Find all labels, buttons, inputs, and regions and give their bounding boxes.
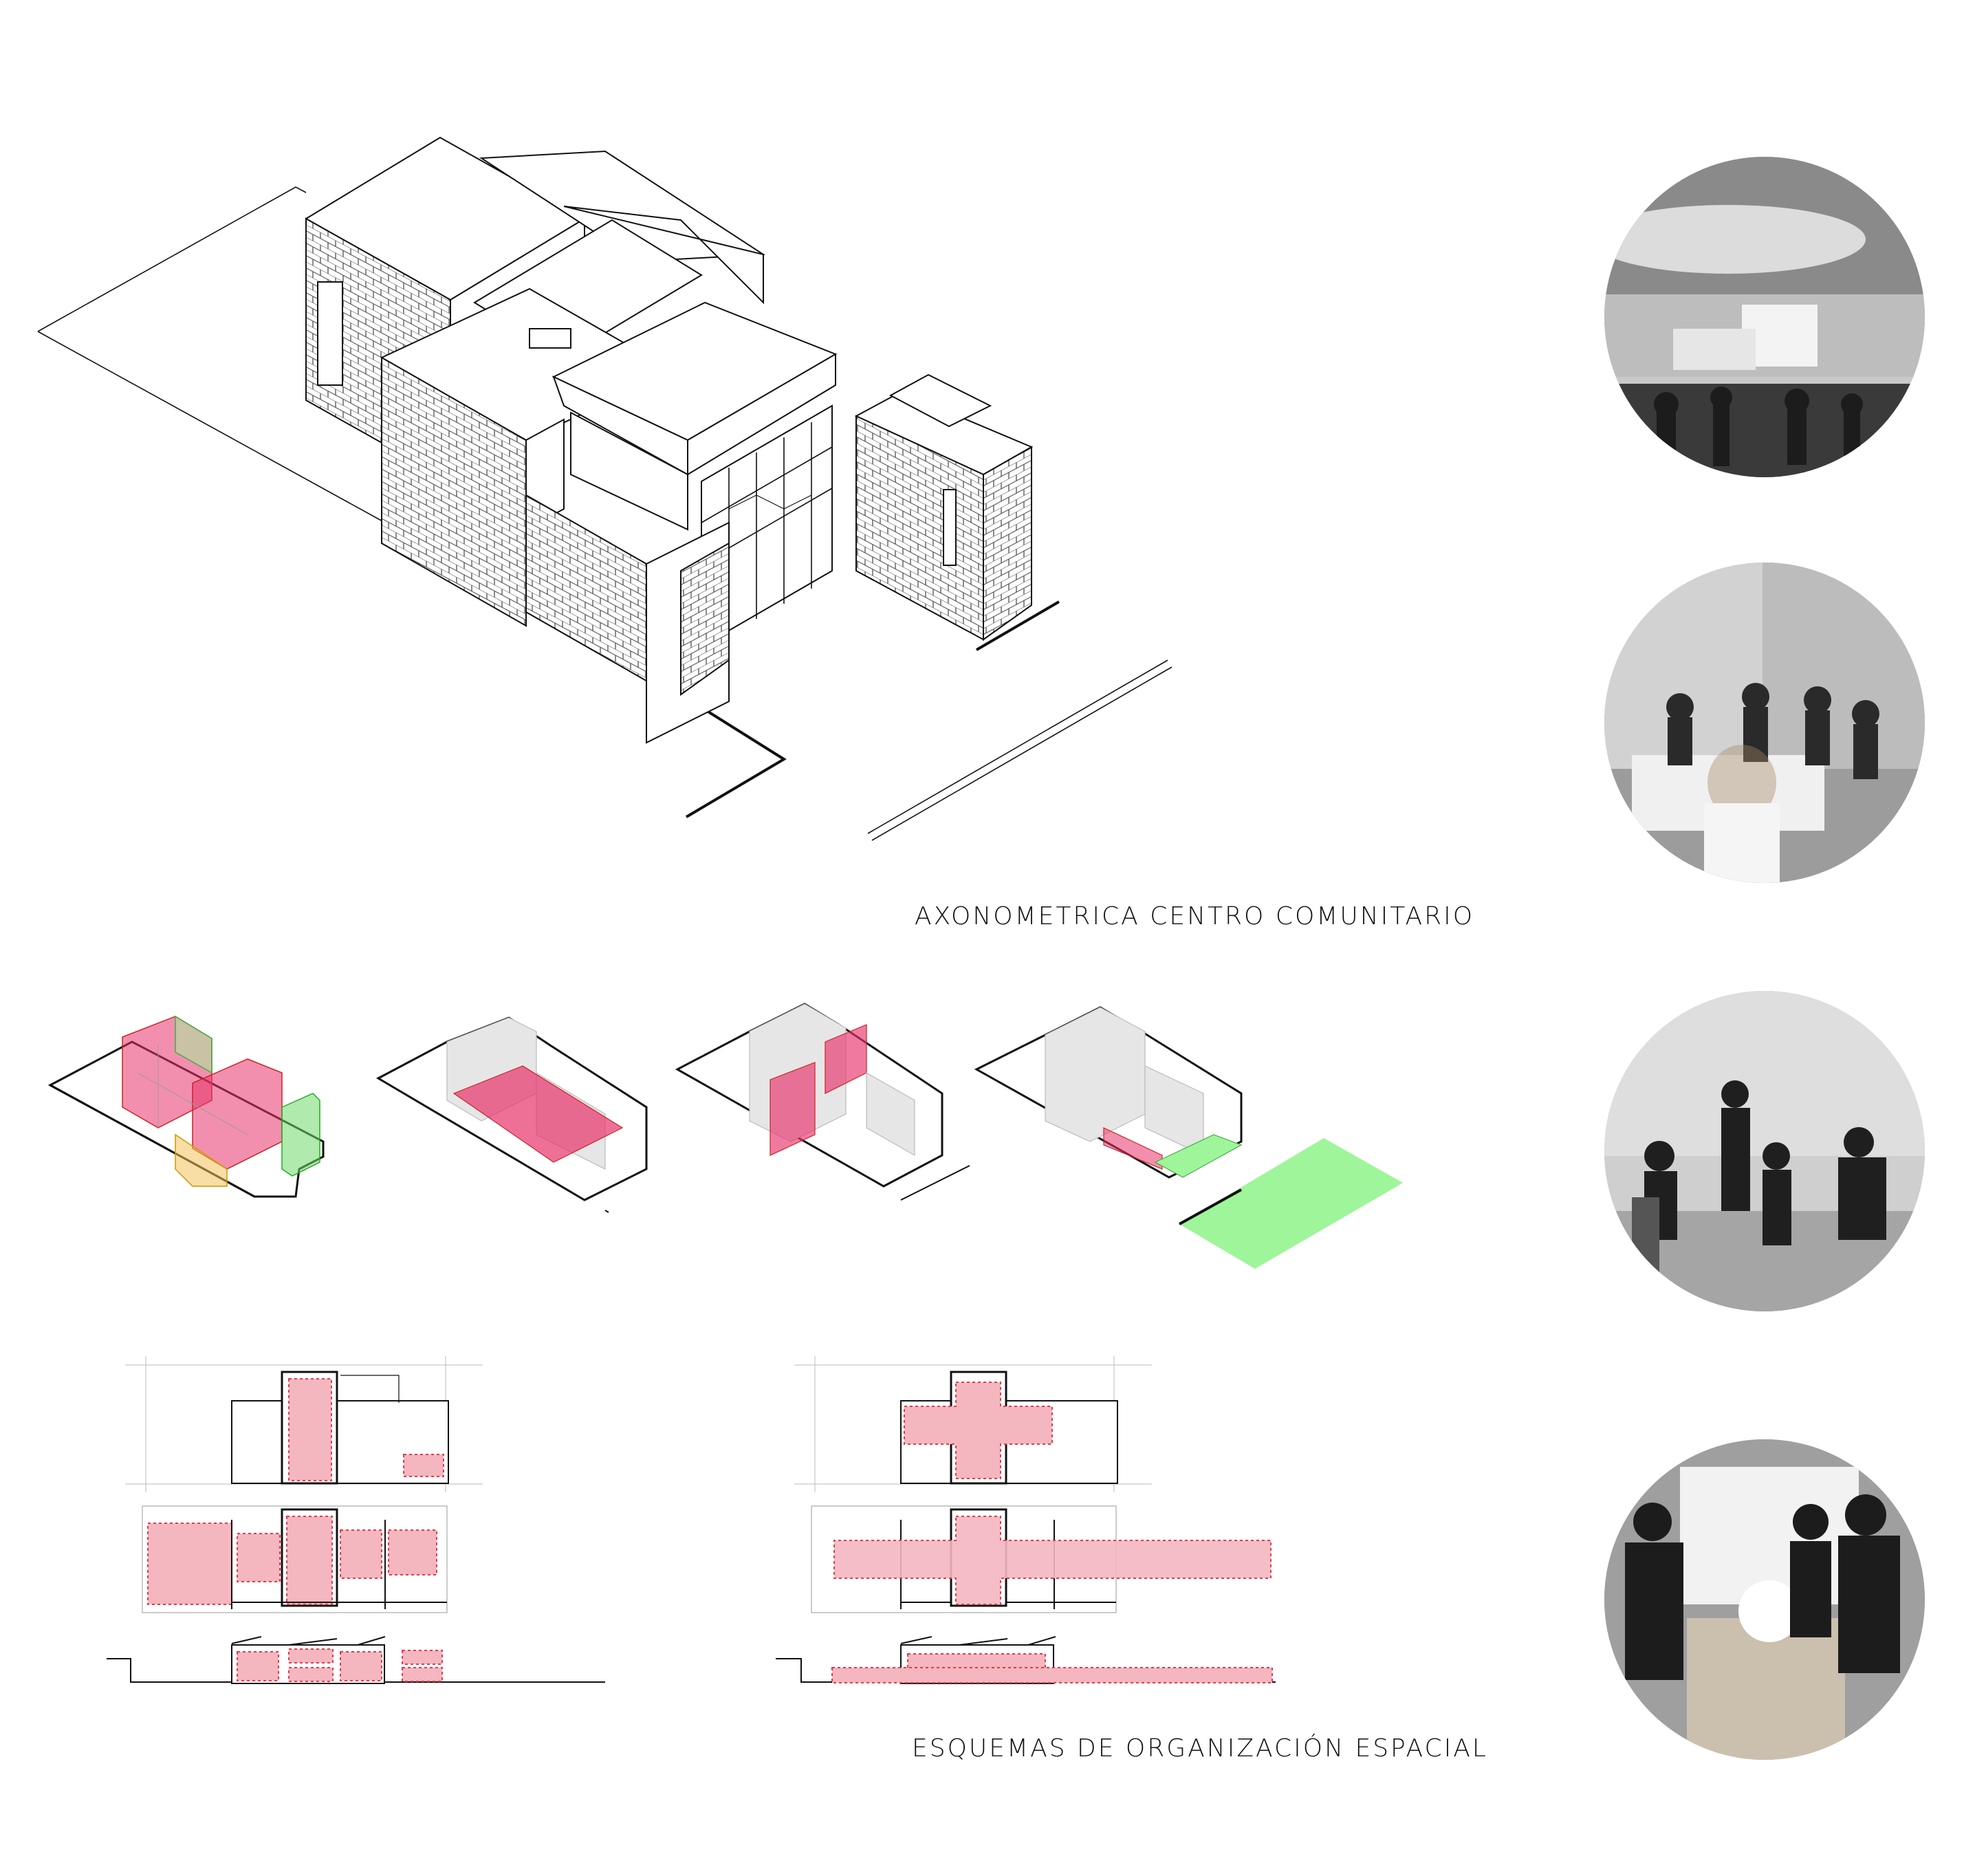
schemes-caption: ESQUEMAS DE ORGANIZACIÓN ESPACIAL — [912, 1734, 1488, 1763]
plans-option-a — [107, 1356, 605, 1684]
scheme-program-overview — [47, 1015, 325, 1198]
scheme-circulation-axis — [375, 1016, 648, 1213]
whiteboard-group-photo — [1604, 1439, 1925, 1760]
street-exterior-photo — [1604, 157, 1925, 477]
violin-class-photo — [1604, 991, 1925, 1311]
axonometric-caption: AXONOMETRICA CENTRO COMUNITARIO — [915, 902, 1475, 930]
workshop-meeting-photo — [1604, 563, 1925, 883]
scheme-open-space — [974, 1006, 1403, 1269]
axonometric-drawing — [37, 136, 1172, 841]
scheme-vertical-volumes — [675, 1003, 970, 1201]
plans-option-b — [776, 1356, 1276, 1684]
